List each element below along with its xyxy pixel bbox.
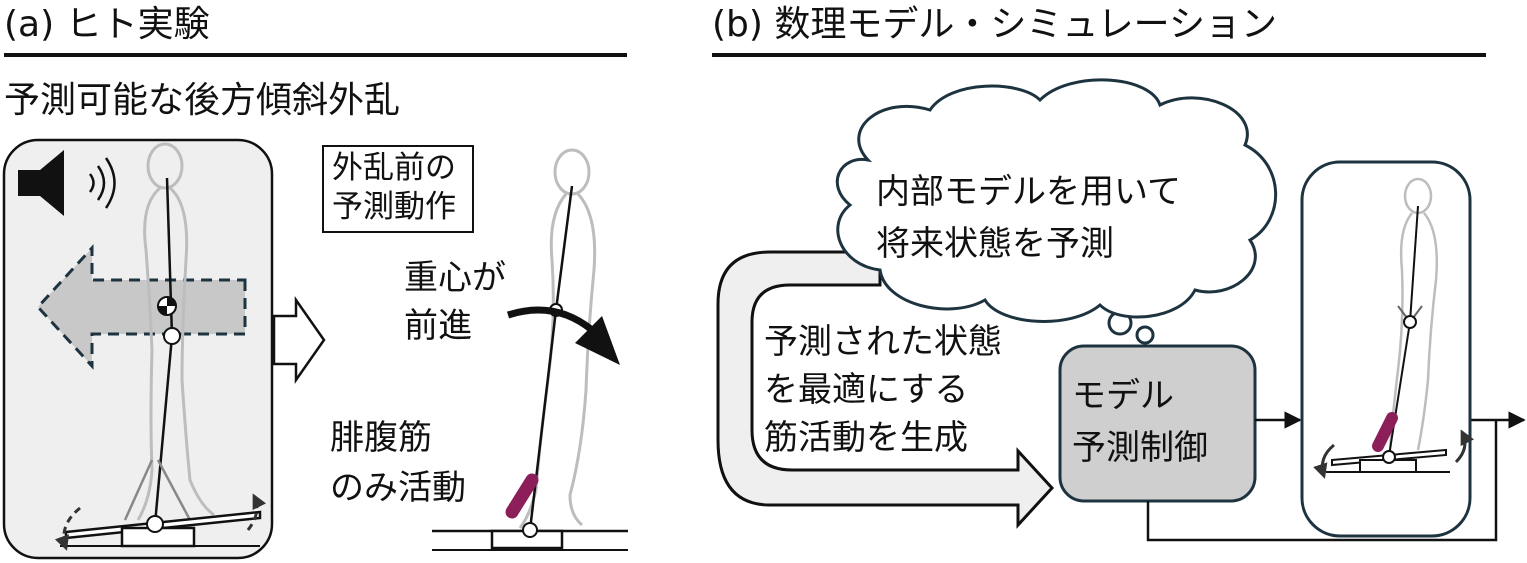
thought-bubble-connector bbox=[1107, 310, 1155, 345]
com-label-line1: 重心が bbox=[404, 258, 506, 298]
muscle-label-line2: のみ活動 bbox=[330, 468, 466, 508]
arrow-label-line2: を最適にする bbox=[764, 370, 969, 410]
tilt-platform-b bbox=[1313, 429, 1475, 479]
hip-joint-b bbox=[1403, 315, 1417, 329]
sound-wave-icon bbox=[88, 157, 116, 209]
platform-a2 bbox=[432, 522, 628, 551]
cloud-line2: 将来状態を予測 bbox=[876, 224, 1114, 264]
human-figure-a bbox=[136, 142, 215, 521]
feedback-u-arrow bbox=[716, 250, 1055, 529]
controller-label-line2: 予測制御 bbox=[1072, 428, 1208, 468]
perturbation-arrow bbox=[35, 244, 247, 370]
panel-b-title: (b) 数理モデル・シミュレーション bbox=[712, 4, 1277, 45]
experiment-frame bbox=[2, 138, 274, 560]
controller-label-line1: モデル bbox=[1072, 376, 1174, 416]
cloud-line1: 内部モデルを用いて bbox=[876, 172, 1181, 212]
gastrocnemius-muscle-b bbox=[1372, 412, 1398, 452]
mpc-controller-box bbox=[1058, 344, 1257, 503]
panel-a-subtitle: 予測可能な後方傾斜外乱 bbox=[4, 80, 401, 121]
prediction-label-box bbox=[322, 145, 474, 233]
prediction-label-line2: 予測動作 bbox=[332, 189, 456, 225]
panel-a-title: (a) ヒト実験 bbox=[4, 4, 210, 45]
simulation-frame bbox=[1300, 160, 1472, 538]
body-segments-a2 bbox=[528, 185, 574, 531]
com-label-line2: 前進 bbox=[404, 306, 472, 346]
thought-cloud bbox=[835, 78, 1278, 323]
com-forward-arrow bbox=[506, 306, 595, 333]
com-forward-arrowhead bbox=[575, 316, 620, 365]
muscle-label-line1: 腓腹筋 bbox=[330, 418, 432, 458]
transition-arrow bbox=[272, 296, 326, 384]
arrow-label-line1: 予測された状態 bbox=[764, 322, 1002, 362]
tilt-platform-a bbox=[54, 493, 267, 551]
speaker-icon bbox=[18, 150, 64, 216]
arrow-label-line3: 筋活動を生成 bbox=[764, 418, 968, 458]
prediction-label-line1: 外乱前の bbox=[332, 150, 456, 186]
state-feedback-loop bbox=[1146, 420, 1498, 542]
center-of-mass-icon bbox=[157, 296, 177, 316]
hip-joint-a bbox=[163, 327, 181, 345]
gastrocnemius-muscle-a bbox=[505, 473, 539, 519]
